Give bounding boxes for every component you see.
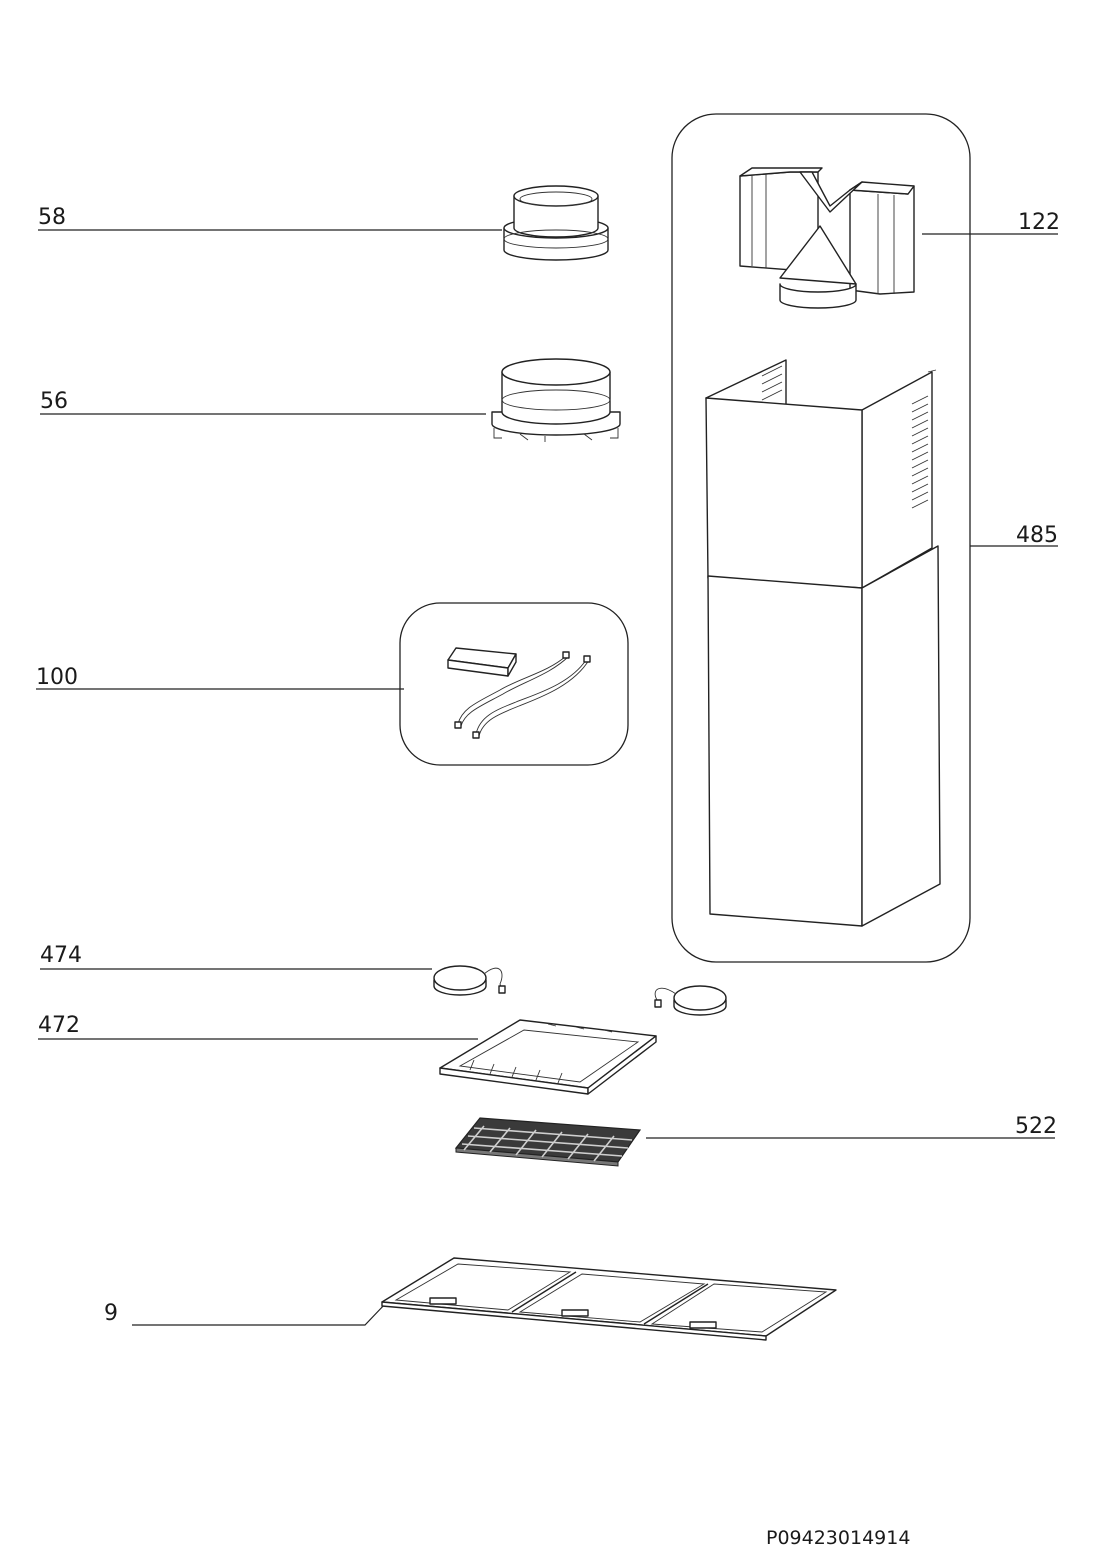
chimney-vent-slots xyxy=(911,395,929,509)
led-lamp-474-right xyxy=(654,985,727,1016)
carbon-filter-522 xyxy=(454,1117,642,1167)
leader-lines xyxy=(36,229,1058,1326)
part-label-9: 9 xyxy=(104,1301,118,1326)
check-valve-flange-56 xyxy=(491,358,621,442)
wiring-kit-100 xyxy=(447,647,591,739)
part-label-472: 472 xyxy=(38,1013,80,1038)
led-lamp-474-left xyxy=(433,965,506,996)
part-label-474: 474 xyxy=(40,943,82,968)
part-label-485: 485 xyxy=(1016,523,1058,548)
filter-frame-472 xyxy=(439,1019,657,1095)
grease-filters-9 xyxy=(381,1257,837,1341)
drawing-code: P09423014914 xyxy=(766,1527,910,1549)
telescopic-chimney-485 xyxy=(705,359,941,927)
part-label-100: 100 xyxy=(36,665,78,690)
chimney-group-frame xyxy=(671,113,971,963)
duct-reducer-58 xyxy=(503,185,609,261)
part-label-56: 56 xyxy=(40,389,68,414)
part-label-522: 522 xyxy=(1015,1114,1057,1139)
air-deflector-122 xyxy=(739,167,915,309)
part-label-58: 58 xyxy=(38,205,66,230)
part-label-122: 122 xyxy=(1018,210,1060,235)
wiring-group-frame xyxy=(399,602,629,766)
